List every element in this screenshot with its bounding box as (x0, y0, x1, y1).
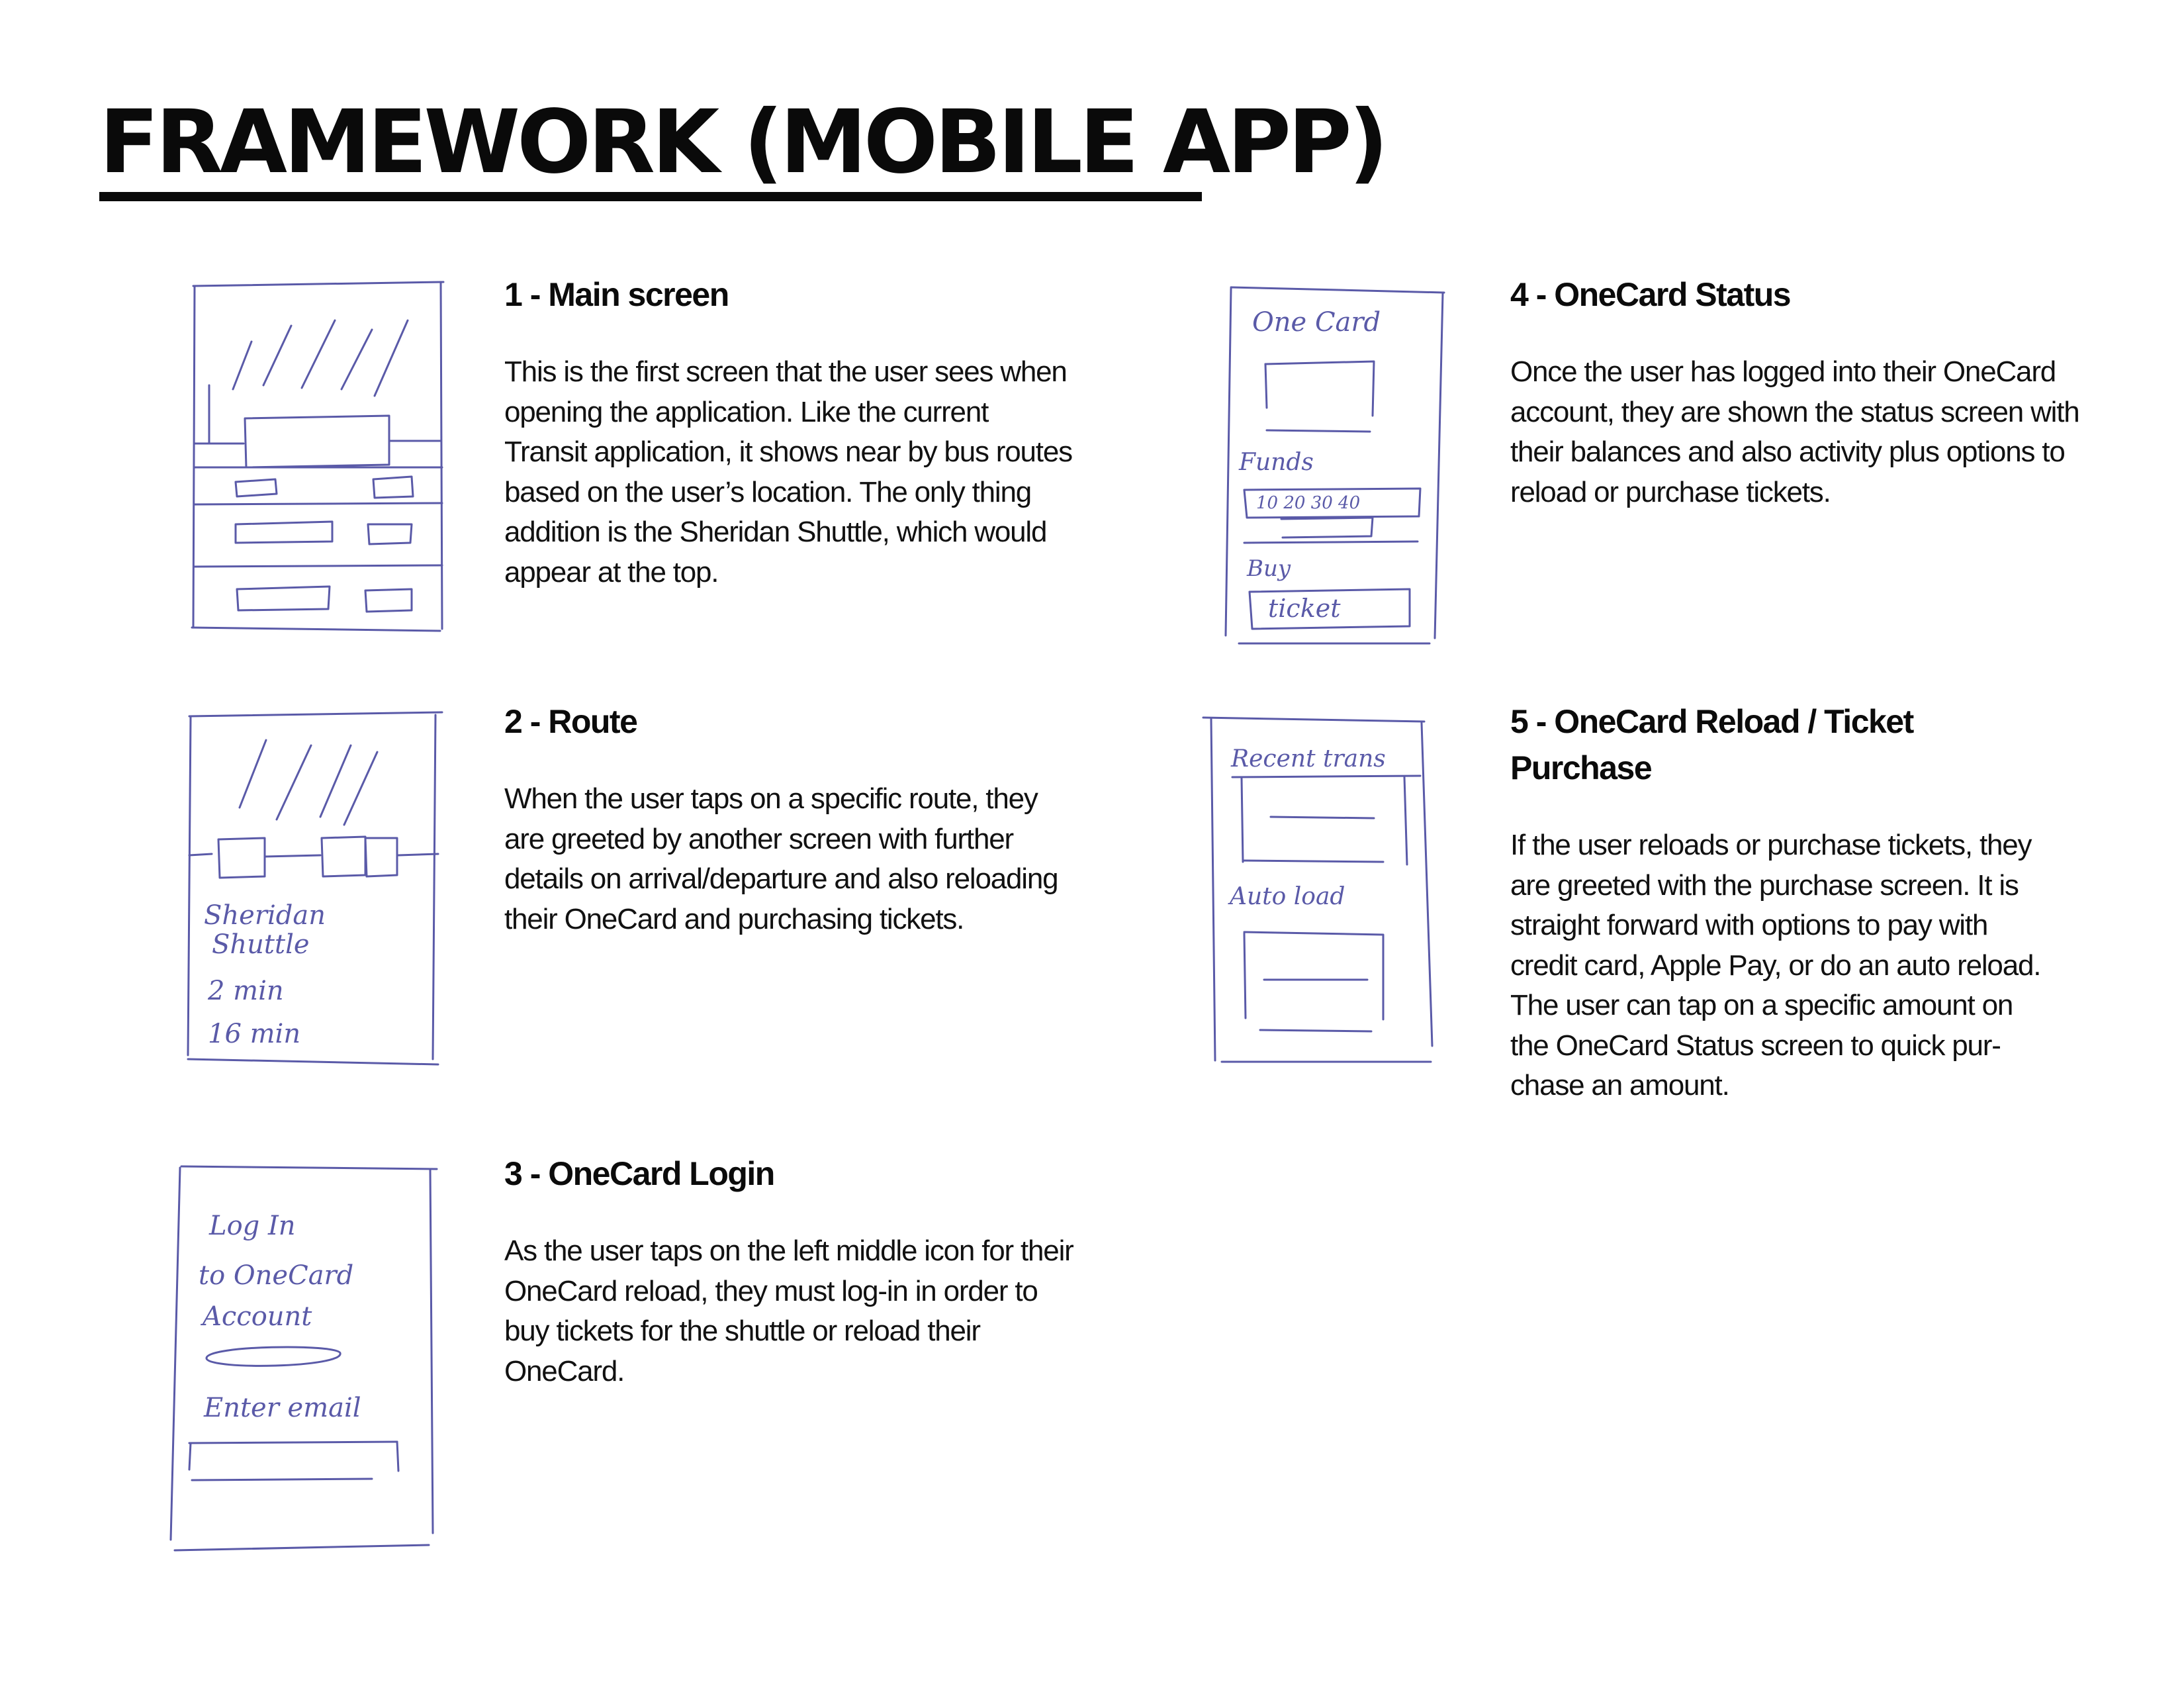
section-route: 2 - Route When the user taps on a specif… (504, 698, 1073, 939)
reload-sketch-recent-label: Recent trans (1230, 745, 1386, 773)
section-onecard-reload-body: If the user reloads or purchase tickets,… (1510, 829, 2041, 1102)
section-route-heading: 2 - Route (504, 703, 638, 740)
section-main-screen-body: This is the first screen that the user s… (504, 355, 1073, 588)
route-sketch-time-1: 2 min (207, 976, 284, 1006)
login-sketch-line1: Log In (208, 1211, 296, 1241)
section-onecard-reload-heading: 5 - OneCard Reload / Ticket Purchase (1510, 703, 1914, 786)
status-sketch-buy-label: Buy (1246, 555, 1291, 582)
status-sketch-ticket-label: ticket (1268, 594, 1341, 623)
section-main-screen: 1 - Main screen This is the first screen… (504, 271, 1073, 592)
login-sketch-field-label: Enter email (203, 1393, 361, 1423)
sketch-onecard-login: Log In to OneCard Account Enter email (152, 1152, 450, 1562)
login-sketch-line2: to OneCard (199, 1260, 353, 1291)
status-sketch-amounts: 10 20 30 40 (1256, 493, 1360, 513)
page-title: FRAMEWORK (MOBILE APP) (99, 91, 1388, 193)
status-sketch-brand: One Card (1252, 307, 1381, 338)
sketch-onecard-reload: Recent trans Auto load (1191, 708, 1456, 1079)
reload-sketch-auto-label: Auto load (1228, 883, 1345, 910)
section-route-body: When the user taps on a specific route, … (504, 782, 1059, 935)
title-underline (99, 192, 1202, 201)
section-onecard-status-heading: 4 - OneCard Status (1510, 276, 1792, 313)
sketch-onecard-status: One Card Funds 10 20 30 40 Buy ticket (1211, 278, 1449, 649)
section-main-screen-heading: 1 - Main screen (504, 276, 729, 313)
route-sketch-time-2: 16 min (208, 1019, 300, 1049)
sketch-main-screen (179, 278, 457, 635)
section-onecard-login-body: As the user taps on the left middle icon… (504, 1235, 1074, 1387)
section-onecard-reload: 5 - OneCard Reload / Ticket Purchase If … (1510, 698, 2053, 1106)
route-sketch-label-line1: Sheridan (204, 900, 326, 931)
login-sketch-line3: Account (200, 1301, 312, 1332)
route-sketch-label-line2: Shuttle (212, 929, 310, 960)
sketch-route: Sheridan Shuttle 2 min 16 min (179, 708, 457, 1079)
section-onecard-status: 4 - OneCard Status Once the user has log… (1510, 271, 2080, 512)
section-onecard-login-heading: 3 - OneCard Login (504, 1155, 775, 1192)
status-sketch-funds-label: Funds (1238, 449, 1314, 476)
section-onecard-status-body: Once the user has logged into their OneC… (1510, 355, 2080, 508)
section-onecard-login: 3 - OneCard Login As the user taps on th… (504, 1150, 1074, 1391)
